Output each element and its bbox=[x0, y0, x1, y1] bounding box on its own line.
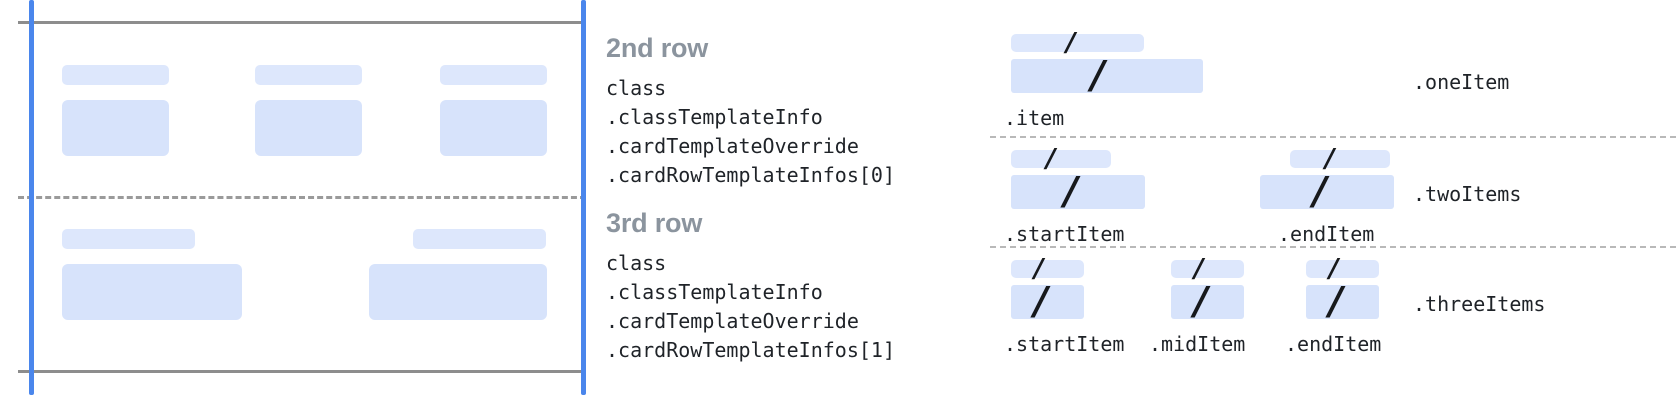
right-panel: / / .item .oneItem / / .startItem bbox=[990, 0, 1676, 412]
slash-glyph: / bbox=[1034, 279, 1048, 323]
annotation-code-line: .cardTemplateOverride bbox=[606, 309, 859, 333]
slash-glyph: / bbox=[1034, 254, 1044, 284]
card-bottom-edge bbox=[18, 370, 586, 373]
row3-col2-content-placeholder bbox=[369, 264, 547, 320]
item-start-item: / / .startItem bbox=[990, 137, 1280, 247]
item-name-label: .startItem bbox=[1004, 332, 1125, 356]
row3-col1-label-placeholder bbox=[62, 229, 195, 249]
item-content-placeholder bbox=[1306, 285, 1379, 319]
row3-col2-label-placeholder bbox=[413, 229, 546, 249]
annotation-code-line: .cardRowTemplateInfos[1] bbox=[606, 338, 895, 362]
row-2nd-columns bbox=[0, 0, 600, 196]
item-label-placeholder bbox=[1011, 260, 1084, 278]
row2-col2-label-placeholder bbox=[255, 65, 362, 85]
item-content-placeholder bbox=[1011, 285, 1084, 319]
slash-glyph: / bbox=[1329, 279, 1343, 323]
annotation-code-line: .classTemplateInfo bbox=[606, 105, 823, 129]
item-group-two-items: / / .startItem / / .endItem .twoItems bbox=[990, 137, 1676, 247]
item-content-placeholder bbox=[1011, 175, 1145, 209]
item-end-item: / / .endItem bbox=[1285, 247, 1475, 357]
row-3rd-columns bbox=[0, 196, 600, 372]
annotation-column: 2nd row class .classTemplateInfo .cardTe… bbox=[600, 0, 990, 412]
group-name-label: .oneItem bbox=[1413, 70, 1510, 94]
slash-glyph: / bbox=[1091, 53, 1105, 97]
group-separator bbox=[990, 136, 1676, 138]
item-label-placeholder bbox=[1290, 150, 1390, 168]
annotation-code-line: class bbox=[606, 76, 667, 100]
item-name-label: .startItem bbox=[1004, 222, 1125, 246]
item-end-item: / / .endItem bbox=[1260, 137, 1570, 247]
item-name-label: .endItem bbox=[1278, 222, 1375, 246]
item-name-label: .item bbox=[1004, 106, 1065, 130]
row2-col1-content-placeholder bbox=[62, 100, 169, 156]
annotation-block-2nd-row: 2nd row class .classTemplateInfo .cardTe… bbox=[600, 0, 990, 196]
item-start-item: / / .startItem bbox=[990, 247, 1180, 357]
item-label-placeholder bbox=[1171, 260, 1244, 278]
annotation-code-line: class bbox=[606, 251, 667, 275]
slash-glyph: / bbox=[1194, 254, 1204, 284]
slash-glyph: / bbox=[1325, 144, 1335, 174]
item-content-placeholder bbox=[1260, 175, 1394, 209]
row2-col1-label-placeholder bbox=[62, 65, 169, 85]
item-name-label: .endItem bbox=[1285, 332, 1382, 356]
annotation-heading: 3rd row bbox=[606, 208, 703, 238]
item-name-label: .midItem bbox=[1149, 332, 1246, 356]
item-one-item: / / .item bbox=[990, 0, 1290, 137]
annotation-code-line: .cardRowTemplateInfos[0] bbox=[606, 163, 895, 187]
row2-col3-label-placeholder bbox=[440, 65, 547, 85]
slash-glyph: / bbox=[1046, 144, 1056, 174]
row2-col3-content-placeholder bbox=[440, 100, 547, 156]
row3-col1-content-placeholder bbox=[62, 264, 242, 320]
group-name-label: .twoItems bbox=[1413, 182, 1522, 206]
annotation-block-3rd-row: 3rd row class .classTemplateInfo .cardTe… bbox=[600, 196, 990, 396]
item-group-three-items: / / .startItem / / .midItem / / .endItem bbox=[990, 247, 1676, 357]
left-panel bbox=[0, 0, 600, 412]
slash-glyph: / bbox=[1329, 254, 1339, 284]
card-top-edge bbox=[18, 21, 586, 24]
item-mid-item: / / .midItem bbox=[1149, 247, 1340, 357]
item-label-placeholder bbox=[1011, 34, 1144, 52]
row2-col2-content-placeholder bbox=[255, 100, 362, 156]
row-divider bbox=[18, 196, 586, 199]
right-content-guide bbox=[581, 0, 586, 395]
slash-glyph: / bbox=[1194, 279, 1208, 323]
item-label-placeholder bbox=[1306, 260, 1379, 278]
left-content-guide bbox=[29, 0, 34, 395]
item-content-placeholder bbox=[1171, 285, 1244, 319]
annotation-code-line: .cardTemplateOverride bbox=[606, 134, 859, 158]
slash-glyph: / bbox=[1066, 28, 1076, 58]
group-name-label: .threeItems bbox=[1413, 292, 1546, 316]
item-label-placeholder bbox=[1011, 150, 1111, 168]
slash-glyph: / bbox=[1313, 169, 1327, 213]
group-separator bbox=[990, 246, 1676, 248]
item-content-placeholder bbox=[1011, 59, 1203, 93]
annotation-code-line: .classTemplateInfo bbox=[606, 280, 823, 304]
item-group-one-item: / / .item .oneItem bbox=[990, 0, 1676, 137]
slash-glyph: / bbox=[1064, 169, 1078, 213]
annotation-heading: 2nd row bbox=[606, 33, 709, 63]
